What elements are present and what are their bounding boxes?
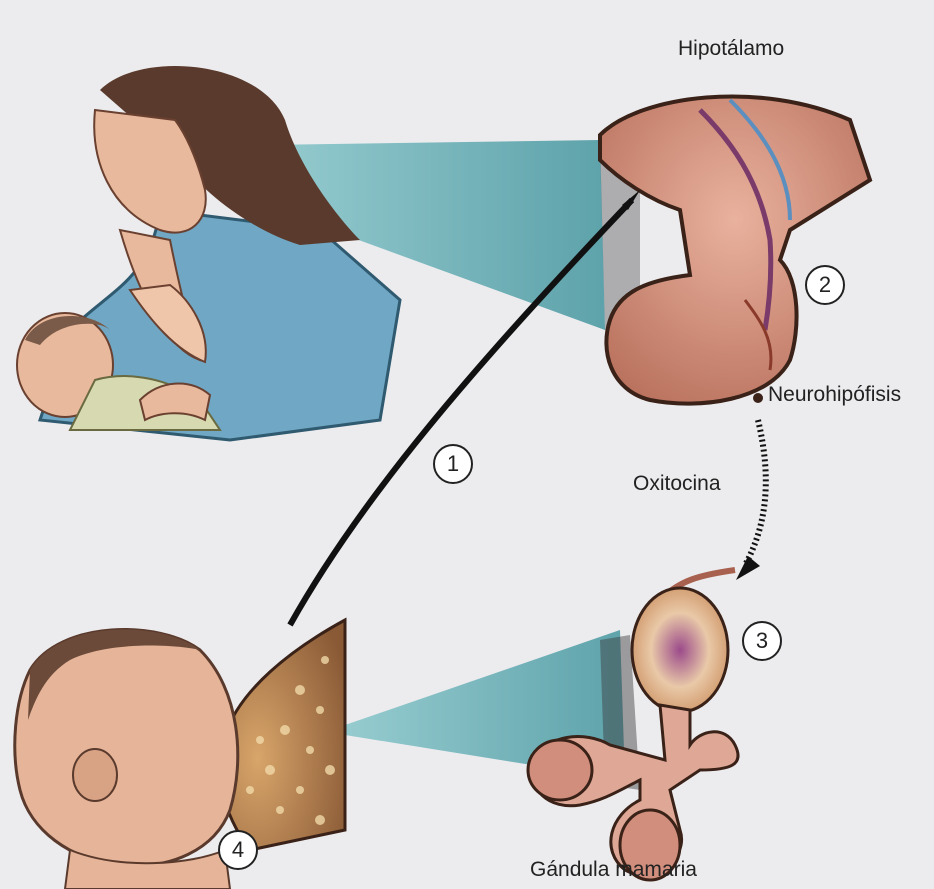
hypothalamus-pituitary-illustration [600, 96, 870, 403]
neurohypophysis-label: Neurohipófisis [768, 383, 901, 407]
mammary-gland-label: Gándula mamaria [530, 858, 697, 882]
step-4-marker: 4 [218, 830, 258, 870]
mother-nursing-illustration [17, 66, 400, 440]
baby-breast-illustration [15, 620, 345, 889]
step-1-marker: 1 [433, 444, 473, 484]
step-3-marker: 3 [742, 621, 782, 661]
step-2-marker: 2 [805, 265, 845, 305]
oxytocin-label: Oxitocina [633, 472, 721, 496]
hypothalamus-label: Hipotálamo [678, 37, 784, 61]
oxytocin-pathway-arrow [745, 420, 766, 565]
oxytocin-pathway-arrowhead [736, 556, 760, 580]
